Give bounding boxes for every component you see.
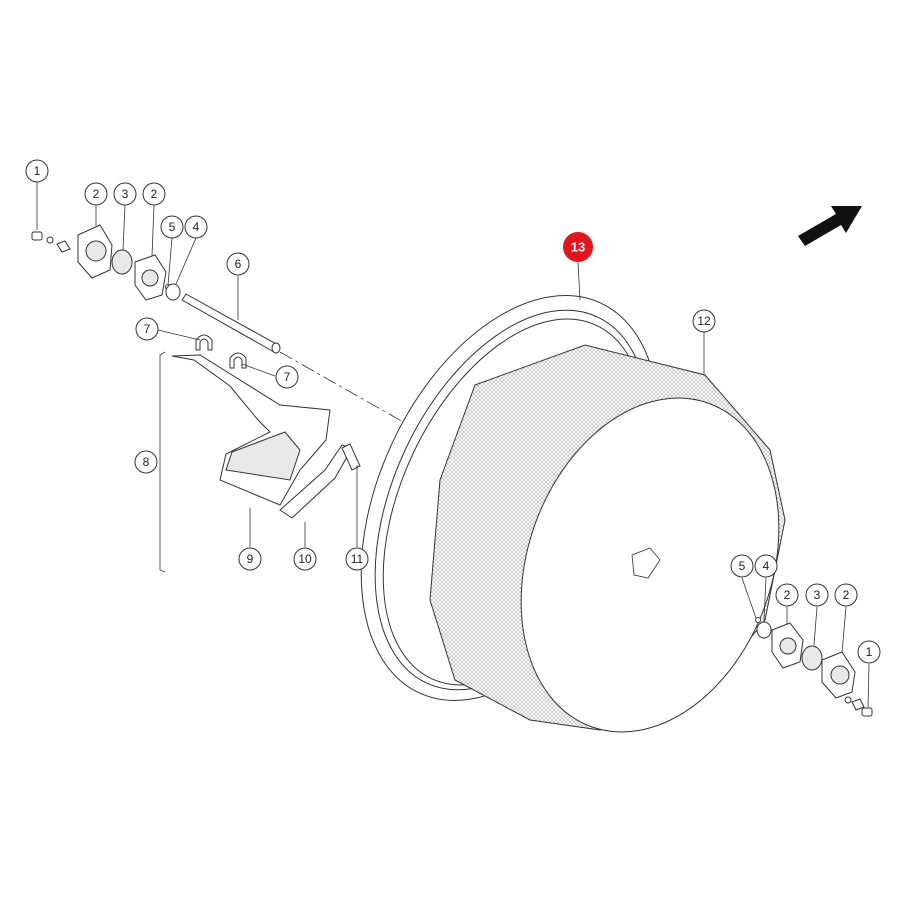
svg-text:13: 13 — [571, 240, 585, 255]
svg-text:1: 1 — [866, 645, 873, 659]
callout-7-upper: 7 — [135, 317, 159, 341]
svg-text:6: 6 — [235, 257, 242, 271]
callout-9: 9 — [238, 547, 262, 571]
callout-2-right-b: 2 — [834, 583, 858, 607]
svg-text:8: 8 — [143, 455, 150, 469]
svg-text:4: 4 — [763, 559, 770, 573]
callout-5-left: 5 — [160, 215, 184, 239]
right-flange-plate — [771, 622, 804, 669]
callout-12: 12 — [692, 309, 716, 333]
group-bracket — [159, 351, 166, 573]
u-clamp-upper — [195, 334, 213, 351]
svg-text:2: 2 — [93, 187, 100, 201]
svg-text:10: 10 — [298, 552, 312, 566]
right-bearing — [801, 645, 823, 671]
right-flange-bearing-plate — [821, 651, 856, 699]
right-bolt — [844, 696, 873, 717]
callout-10: 10 — [293, 547, 317, 571]
svg-text:4: 4 — [193, 220, 200, 234]
u-clamp-lower — [229, 352, 247, 369]
callout-2-left-a: 2 — [84, 182, 108, 206]
svg-text:3: 3 — [814, 588, 821, 602]
left-flange-bearing-plate — [77, 224, 113, 279]
svg-text:7: 7 — [284, 370, 291, 384]
svg-text:2: 2 — [843, 588, 850, 602]
shaft — [181, 293, 281, 354]
svg-text:12: 12 — [697, 314, 711, 328]
left-bearing — [111, 249, 133, 275]
callout-4-right: 4 — [754, 554, 778, 578]
svg-text:1: 1 — [34, 164, 41, 178]
callout-8: 8 — [134, 450, 158, 474]
callout-1-top-left: 1 — [25, 159, 49, 183]
scraper-edge — [341, 443, 361, 471]
scraper-blade — [171, 354, 331, 506]
left-flange-plate-2 — [134, 254, 167, 301]
svg-text:3: 3 — [122, 187, 129, 201]
callout-7-lower: 7 — [275, 365, 299, 389]
svg-text:5: 5 — [739, 559, 746, 573]
left-bolt — [31, 231, 71, 253]
callout-3-right: 3 — [805, 583, 829, 607]
svg-text:9: 9 — [247, 552, 254, 566]
svg-text:2: 2 — [784, 588, 791, 602]
callout-6: 6 — [226, 252, 250, 276]
callout-5-right: 5 — [730, 554, 754, 578]
svg-text:11: 11 — [351, 552, 364, 566]
svg-text:2: 2 — [151, 187, 158, 201]
callout-4-left: 4 — [184, 215, 208, 239]
leader-lines — [36, 182, 870, 709]
right-collar — [755, 617, 772, 639]
svg-text:7: 7 — [144, 322, 151, 336]
drum-screen-cylinder — [429, 344, 786, 733]
svg-text:5: 5 — [169, 220, 176, 234]
callout-2-left-b: 2 — [142, 182, 166, 206]
left-collar — [165, 283, 181, 301]
arrow-up-right-icon — [798, 206, 862, 246]
callout-3-left: 3 — [113, 182, 137, 206]
callout-2-right-a: 2 — [775, 583, 799, 607]
callout-13-highlighted[interactable]: 13 — [563, 232, 593, 262]
callout-1-bottom-right: 1 — [857, 640, 881, 664]
callout-11: 11 — [345, 547, 369, 571]
